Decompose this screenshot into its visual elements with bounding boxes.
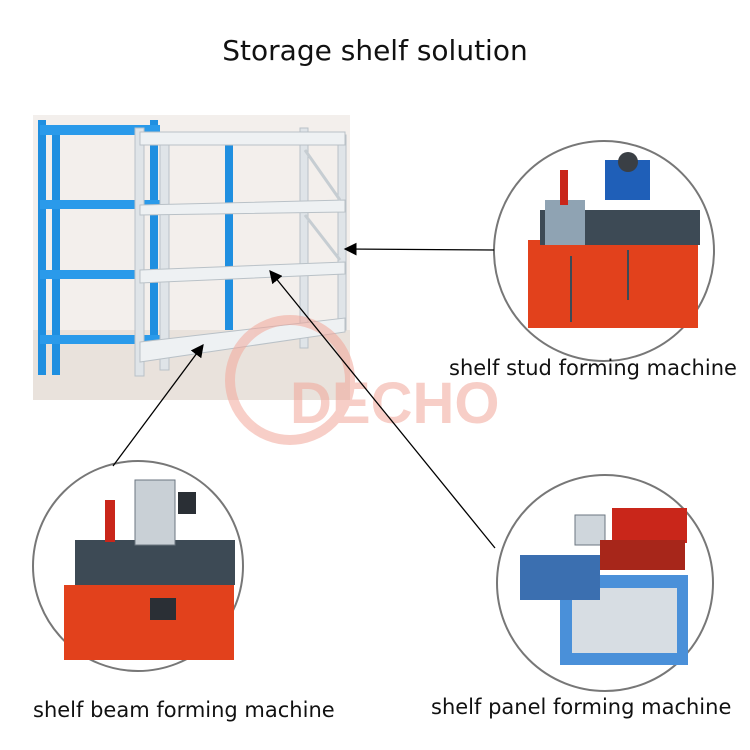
beam-machine-image xyxy=(32,460,244,672)
beam-machine-caption: shelf beam forming machine xyxy=(33,698,335,722)
blue-rack-icon xyxy=(38,120,233,375)
storage-shelf-image xyxy=(33,115,350,400)
arrow-beam-to-shelf xyxy=(112,343,204,467)
arrow-stud-to-shelf xyxy=(343,242,495,256)
panel-machine-image xyxy=(496,474,714,692)
page-title: Storage shelf solution xyxy=(222,34,528,67)
panel-machine-caption: shelf panel forming machine xyxy=(431,695,732,719)
stud-machine-caption: shelf stud forming machine xyxy=(449,356,737,380)
watermark-text: DECHO xyxy=(290,371,499,436)
stud-machine-image xyxy=(493,140,715,362)
arrow-panel-to-shelf xyxy=(269,269,496,549)
